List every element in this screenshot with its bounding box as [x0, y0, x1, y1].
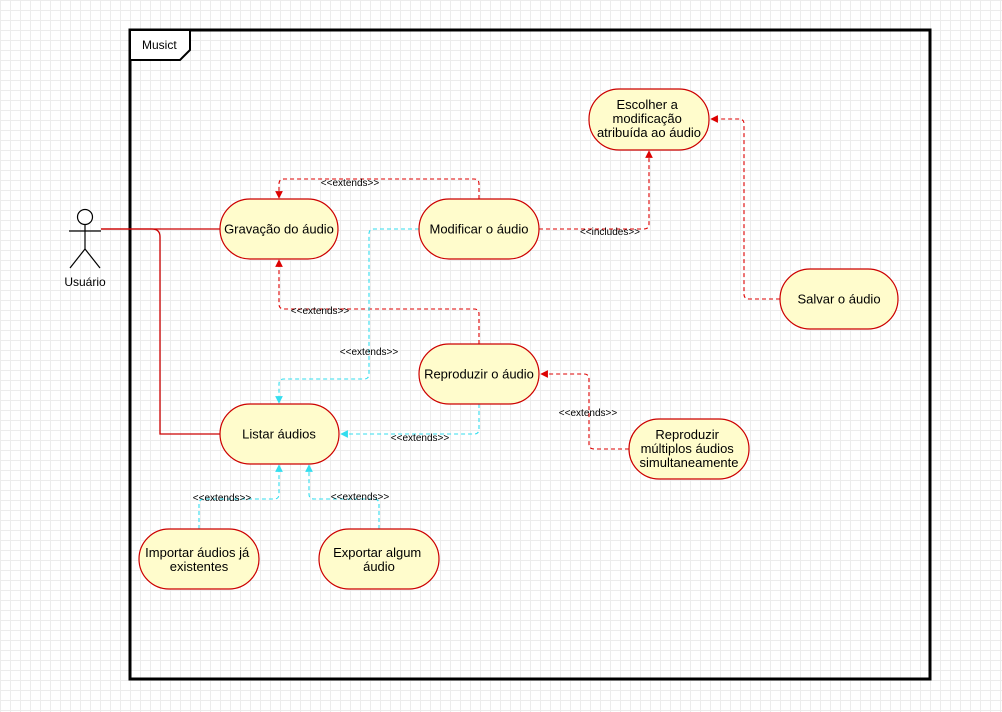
svg-text:Gravação do áudio: Gravação do áudio: [224, 222, 334, 237]
use-case-shape: [628, 418, 750, 480]
use-case-shape: [318, 528, 440, 590]
use-case-label: Modificar o áudio: [430, 222, 529, 237]
label-multiplos-reproduzir: <<extends>>: [559, 408, 618, 419]
use-case-label-line-2: áudio: [363, 559, 395, 574]
label-modificar-listar: <<extends>>: [340, 347, 399, 358]
edge-reproduzir-listar[interactable]: [340, 404, 480, 438]
use-case-label: Reproduzir o áudio: [424, 367, 534, 382]
use-case-shape: [779, 268, 899, 330]
cyan-relations: [198, 228, 480, 529]
label-importar-listar: <<extends>>: [193, 493, 252, 504]
edge-modificar-gravacao[interactable]: [275, 178, 480, 199]
actor-usuario[interactable]: Usuário: [64, 208, 106, 290]
use-case-label-line-2: múltiplos áudios: [641, 441, 735, 456]
use-case-shape: [138, 528, 260, 590]
edge-salvar-escolher[interactable]: [710, 115, 780, 300]
use-case-shape: [418, 198, 540, 260]
use-case-shape: [588, 88, 710, 151]
use-case-escolher[interactable]: Escolher a modificação atribuída ao áudi…: [588, 88, 710, 151]
svg-text:Salvar o áudio: Salvar o áudio: [797, 292, 880, 307]
svg-text:Reproduzir o áudio: Reproduzir o áudio: [424, 367, 534, 382]
use-case-label-line-1: Reproduzir: [655, 427, 719, 442]
use-case-label: Salvar o áudio: [797, 292, 880, 307]
use-case-exportar[interactable]: Exportar algum áudio: [318, 528, 440, 590]
use-case-label: Gravação do áudio: [224, 222, 334, 237]
label-reproduzir-gravacao: <<extends>>: [291, 306, 350, 317]
use-case-reproduzir[interactable]: Reproduzir o áudio: [418, 343, 540, 405]
use-case-label: Listar áudios: [242, 427, 316, 442]
svg-text:Modificar o áudio: Modificar o áudio: [430, 222, 529, 237]
frame-title: Musict: [142, 38, 177, 52]
use-case-listar[interactable]: Listar áudios: [219, 403, 340, 465]
use-case-label-line-2: existentes: [170, 559, 229, 574]
label-modificar-gravacao: <<extends>>: [321, 178, 380, 189]
use-case-label-line-3: atribuída ao áudio: [597, 125, 701, 140]
edge-exportar-listar[interactable]: [305, 464, 380, 529]
use-case-label-line-1: Exportar algum: [333, 545, 421, 560]
edge-reproduzir-gravacao[interactable]: [275, 259, 480, 344]
edge-modificar-escolher[interactable]: [539, 150, 653, 230]
actor-label: Usuário: [64, 275, 106, 289]
use-case-label-line-3: simultaneamente: [640, 455, 739, 470]
relation-labels: <<extends>> <<extends>> <<extends>> <<ex…: [193, 178, 640, 504]
use-case-shape: [418, 343, 540, 405]
actor-right-leg: [84, 248, 101, 269]
svg-text:Listar áudios: Listar áudios: [242, 427, 316, 442]
edge-multiplos-reproduzir[interactable]: [540, 370, 629, 450]
use-case-label-line-1: Escolher a: [616, 97, 678, 112]
svg-text:Reproduzir múltiplos áud: Reproduzir múltiplos áudios simultaneame…: [640, 427, 739, 470]
system-frame: Musict: [128, 28, 932, 681]
use-case-shape: [219, 403, 340, 465]
svg-text:Importar áudios já exist: Importar áudios já existentes: [145, 545, 253, 574]
use-case-importar[interactable]: Importar áudios já existentes: [138, 528, 260, 590]
label-modificar-escolher: <<includes>>: [580, 227, 640, 238]
svg-text:Escolher a modificação: Escolher a modificação atribuída ao áudi…: [597, 97, 701, 140]
use-case-gravacao[interactable]: Gravação do áudio: [219, 198, 339, 260]
label-reproduzir-listar: <<extends>>: [391, 433, 450, 444]
svg-text:Exportar algum áudio: Exportar algum áudio: [333, 545, 425, 574]
edge-modificar-listar[interactable]: [275, 228, 419, 404]
use-case-label-line-1: Importar áudios já: [145, 545, 250, 560]
use-case-modificar[interactable]: Modificar o áudio: [418, 198, 540, 260]
frame-border: [128, 28, 932, 681]
actor-head: [76, 208, 94, 226]
use-case-salvar[interactable]: Salvar o áudio: [779, 268, 899, 330]
red-relations: [275, 115, 780, 450]
label-exportar-listar: <<extends>>: [331, 492, 390, 503]
use-case-label-line-2: modificação: [613, 111, 682, 126]
frame-tab: [129, 29, 191, 61]
use-case-multiplos[interactable]: Reproduzir múltiplos áudios simultaneame…: [628, 418, 750, 480]
associations: [101, 228, 220, 435]
use-case-shape: [219, 198, 339, 260]
association-listar[interactable]: [101, 228, 220, 435]
actor-left-leg: [69, 248, 86, 269]
